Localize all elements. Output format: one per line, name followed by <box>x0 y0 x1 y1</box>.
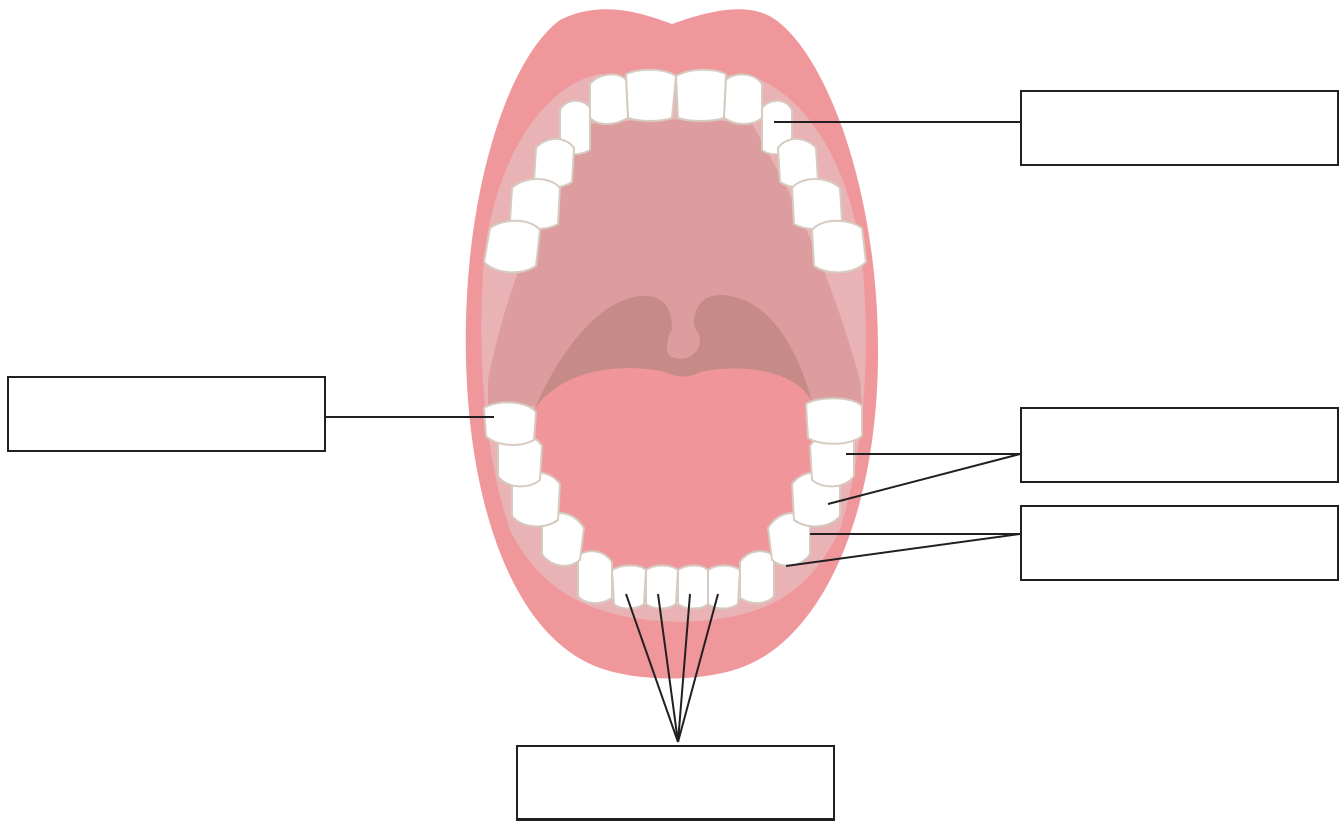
label-box-left[interactable] <box>7 376 326 452</box>
label-box-bottom[interactable] <box>516 745 835 821</box>
label-box-low-right[interactable] <box>1020 505 1339 581</box>
label-box-mid-right[interactable] <box>1020 407 1339 483</box>
label-box-upper-right[interactable] <box>1020 90 1339 166</box>
uvula <box>668 324 700 356</box>
